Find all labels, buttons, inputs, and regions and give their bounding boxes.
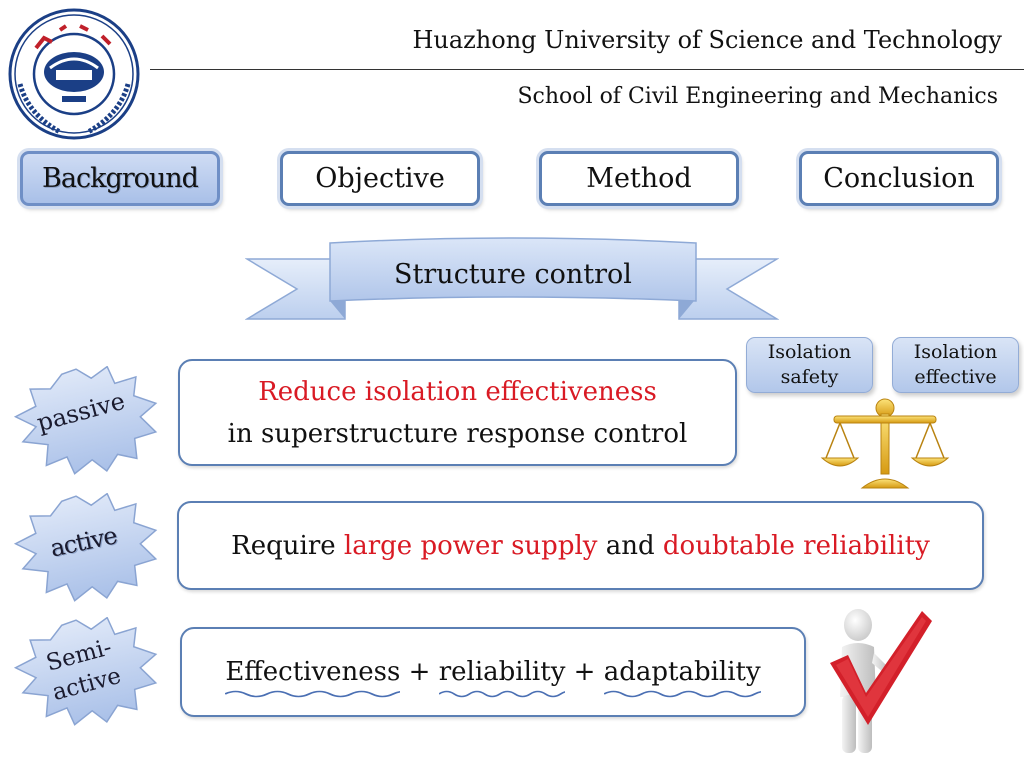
active-text: and [597, 530, 663, 561]
term-adaptability: adaptability [603, 657, 761, 698]
plus-sign: + [400, 657, 439, 687]
person-checkmark-icon [830, 609, 932, 753]
ribbon-banner [245, 237, 779, 320]
tag-line: safety [780, 366, 839, 388]
wavy-underline [438, 690, 566, 698]
term-reliability: reliability [438, 657, 566, 698]
passive-badge [13, 366, 158, 475]
header-divider [150, 69, 1024, 70]
wavy-underline [603, 690, 761, 698]
ribbon-title: Structure control [394, 258, 632, 290]
balance-scale-icon [820, 398, 950, 489]
isolation-effective-tag: Isolation effective [892, 337, 1019, 393]
active-text: Require [231, 530, 344, 561]
active-highlight-reliability: doubtable reliability [662, 530, 930, 561]
tag-line: effective [914, 366, 997, 388]
passive-description-box: Reduce isolation effectiveness in supers… [178, 359, 737, 466]
tab-conclusion[interactable]: Conclusion [799, 151, 999, 206]
passive-highlight: Reduce isolation effectiveness [258, 376, 657, 407]
term-text: adaptability [603, 657, 761, 687]
semi-active-description-box: Effectiveness + reliability + adaptabili… [180, 627, 806, 717]
active-highlight-power: large power supply [343, 530, 598, 561]
term-text: reliability [438, 657, 566, 687]
tab-objective[interactable]: Objective [280, 151, 480, 206]
isolation-safety-tag: Isolation safety [746, 337, 873, 393]
term-effectiveness: Effectiveness [225, 657, 401, 698]
plus-sign: + [565, 657, 604, 687]
tab-background[interactable]: Background [20, 151, 220, 206]
semi-active-badge [13, 617, 158, 726]
university-seal-icon [8, 8, 140, 140]
passive-detail: in superstructure response control [227, 418, 688, 449]
active-badge [13, 493, 158, 602]
wavy-underline [225, 690, 401, 698]
tab-method[interactable]: Method [539, 151, 739, 206]
tag-line: Isolation [767, 341, 852, 363]
university-name: Huazhong University of Science and Techn… [412, 26, 1002, 54]
school-name: School of Civil Engineering and Mechanic… [517, 84, 998, 109]
term-text: Effectiveness [225, 657, 401, 687]
active-description-box: Require large power supply and doubtable… [177, 501, 984, 590]
tag-line: Isolation [913, 341, 998, 363]
